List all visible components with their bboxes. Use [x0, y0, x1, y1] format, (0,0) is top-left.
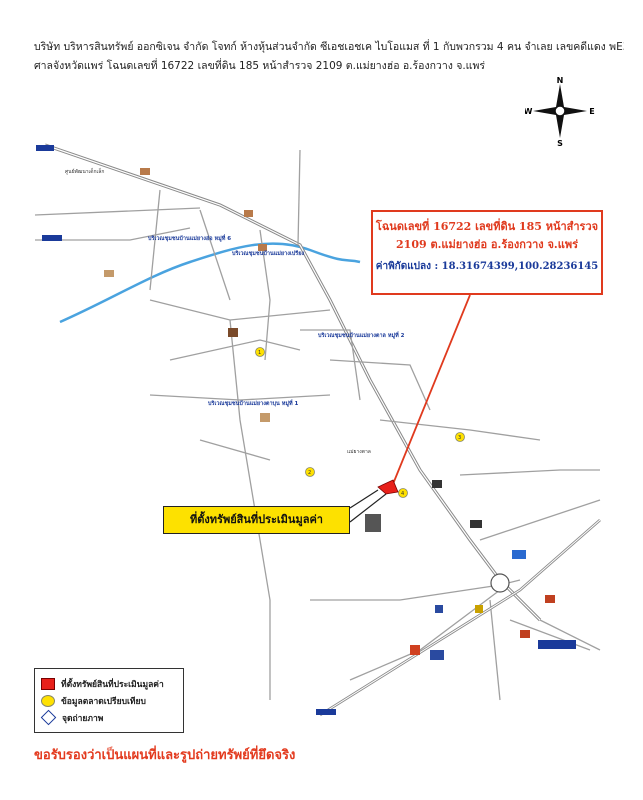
yellow-circle-icon: [41, 694, 55, 707]
route-sign: [538, 640, 576, 649]
compass-e: E: [589, 107, 594, 116]
comparison-marker-4: [398, 488, 408, 498]
map-label-community-yangprieng: บริเวณชุมชนบ้านแม่ยางเปรียง: [232, 249, 304, 257]
map-label-childcare: ศูนย์พัฒนาเด็กเล็ก: [65, 167, 104, 175]
comparison-marker-2: [305, 467, 315, 477]
marker-label-3: 3: [458, 435, 461, 441]
comparison-markers: 1 2 3 4: [255, 347, 465, 498]
map-label-yangtan: แม่ยางตาล: [347, 449, 371, 455]
compass-w: W: [525, 107, 533, 116]
map-label-community-1: บริเวณชุมชนบ้านแม่ยางตาบุน หมู่ที่ 1: [208, 399, 298, 408]
marker-label-4: 4: [401, 491, 404, 497]
header-line-1: บริษัท บริหารสินทรัพย์ ออกซิเจน จำกัด โจ…: [34, 41, 624, 53]
lower-road: [319, 518, 601, 717]
red-square-icon: [41, 677, 55, 690]
callout-deed-line: โฉนดเลขที่ 16722 เลขที่ดิน 185 หน้าสำรวจ: [375, 220, 599, 233]
main-highway-inner: [44, 144, 541, 621]
document-header: บริษัท บริหารสินทรัพย์ ออกซิเจน จำกัด โจ…: [34, 38, 624, 76]
legend-photo-label: จุดถ่ายภาพ: [62, 713, 104, 724]
diamond-icon: [40, 709, 57, 726]
legend-row-comparison: ข้อมูลตลาดเปรียบเทียบ: [41, 692, 177, 709]
compass-n: N: [557, 76, 564, 85]
lower-road-inner: [319, 519, 601, 716]
callout-coordinates: ค่าพิกัดแปลง : 18.31674399,100.28236145: [375, 261, 599, 272]
legend-row-photo: จุดถ่ายภาพ: [40, 709, 177, 726]
roundabout: [490, 573, 510, 593]
asset-location-marker: [377, 479, 399, 495]
certification-footer: ขอรับรองว่าเป็นแผนที่และรูปถ่ายทรัพย์ที่…: [34, 748, 296, 763]
marker-label-2: 2: [308, 470, 311, 476]
legend-comparison-label: ข้อมูลตลาดเปรียบเทียบ: [61, 696, 146, 707]
river: [59, 242, 361, 324]
asset-label-pointer: [349, 489, 379, 509]
map-legend: ที่ตั้งทรัพย์สินที่ประเมินมูลค่า ข้อมูลต…: [34, 668, 184, 733]
comparison-marker-3: [455, 432, 465, 442]
comparison-marker-1: [255, 347, 265, 357]
header-line-2: ศาลจังหวัดแพร่ โฉนดเลขที่ 16722 เลขที่ดิ…: [34, 60, 486, 72]
callout-location-line: 2109 ต.แม่ยางฮ่อ อ.ร้องกวาง จ.แพร่: [396, 238, 578, 251]
map-label-community-6: บริเวณชุมชนบ้านแม่ยางฮ่อ หมู่ที่ 6: [148, 234, 231, 243]
asset-location-label: ที่ตั้งทรัพย์สินที่ประเมินมูลค่า: [163, 506, 350, 534]
north-arrow-icon: N S E W: [525, 76, 595, 146]
legend-row-asset: ที่ตั้งทรัพย์สินที่ประเมินมูลค่า: [41, 675, 177, 692]
legend-asset-label: ที่ตั้งทรัพย์สินที่ประเมินมูลค่า: [61, 679, 164, 690]
map-label-community-2: บริเวณชุมชนบ้านแม่ยางตาล หมู่ที่ 2: [318, 331, 405, 340]
marker-label-1: 1: [258, 350, 261, 356]
landmark-icons: [104, 168, 555, 660]
callout-pointer: [392, 294, 471, 485]
compass-s: S: [557, 139, 563, 146]
deed-callout: โฉนดเลขที่ 16722 เลขที่ดิน 185 หน้าสำรวจ…: [371, 210, 603, 295]
